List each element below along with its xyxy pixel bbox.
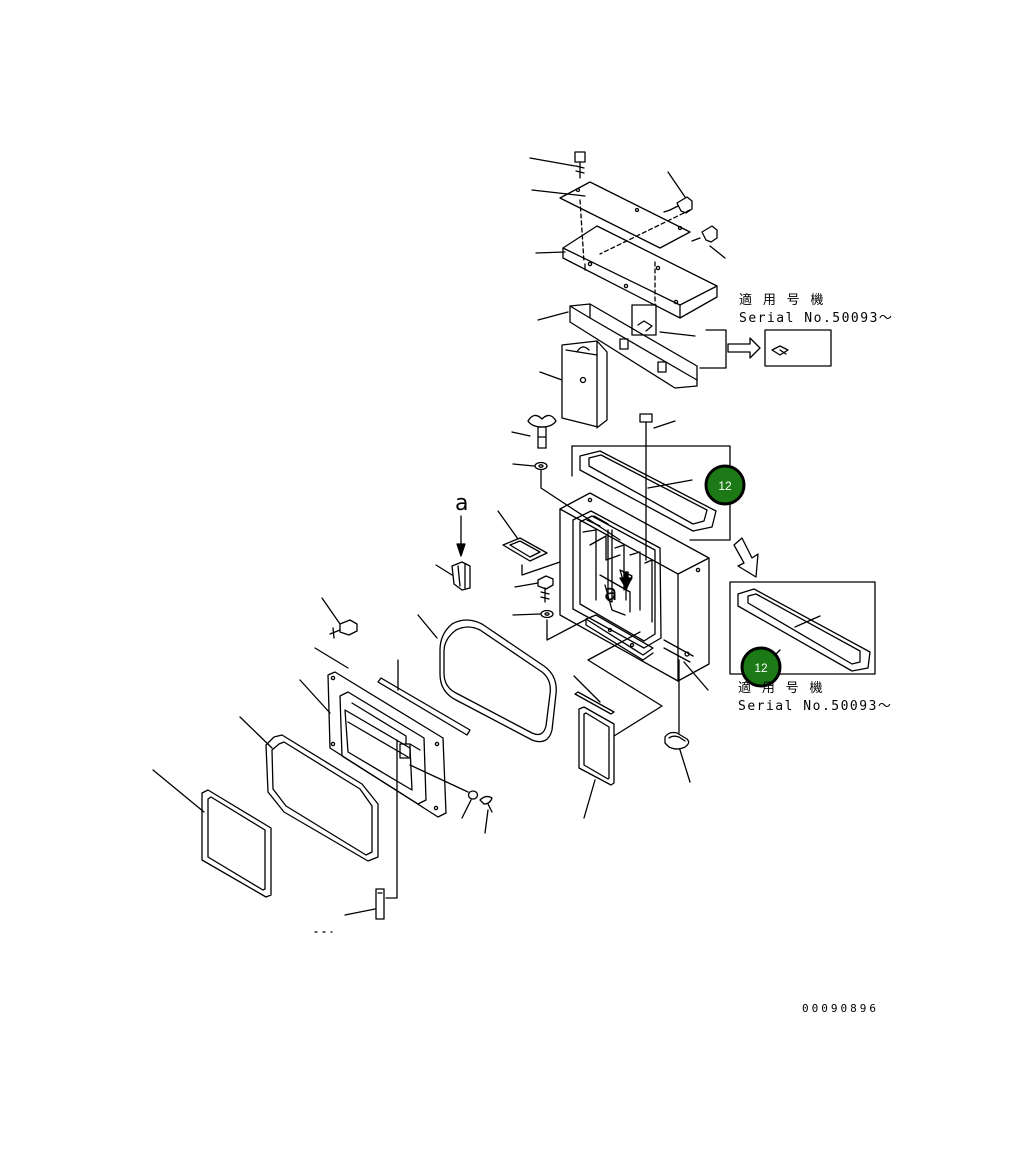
top-bolt <box>575 152 585 178</box>
leader-line <box>418 615 437 638</box>
drawing-code: 00090896 <box>802 1002 879 1015</box>
leader-line <box>153 770 204 812</box>
cover-lid <box>560 182 690 248</box>
leader-line <box>512 432 530 436</box>
leader-line <box>513 614 540 615</box>
small-screw <box>480 796 492 812</box>
view-letter: a <box>455 491 468 516</box>
leader-line <box>680 750 690 782</box>
rounded-gasket <box>440 620 556 742</box>
case-bolt <box>538 576 553 602</box>
seal-strip <box>570 304 697 388</box>
leader-line <box>660 332 695 336</box>
top-cover <box>563 226 717 318</box>
leader-line <box>300 680 330 713</box>
cover-plate <box>328 672 446 817</box>
side-bolt <box>692 226 717 242</box>
rectangular-gasket <box>579 707 614 785</box>
callout-badge: 12 <box>706 466 744 504</box>
clip <box>452 562 470 590</box>
leader-line <box>498 511 518 539</box>
leader-line <box>538 312 568 320</box>
gasket <box>580 451 716 531</box>
bracket-variant-lines <box>700 330 726 368</box>
svg-text:12: 12 <box>718 479 732 493</box>
serial-note-upper: 適 用 号 機 Serial No.50093～ <box>739 292 893 328</box>
strip <box>575 692 614 714</box>
leader-line <box>588 632 662 736</box>
leader-line <box>540 372 562 380</box>
variant-box <box>765 330 831 366</box>
leader-line <box>513 464 534 466</box>
square-gasket <box>202 790 271 897</box>
variant-box <box>730 582 875 674</box>
leader-line <box>654 421 675 428</box>
washer <box>535 463 547 470</box>
serial-number-label: Serial No.50093～ <box>738 699 893 714</box>
leader-line <box>240 717 272 748</box>
leader-line <box>485 810 488 833</box>
variant-arrow <box>734 538 758 577</box>
leader-line <box>530 158 575 166</box>
leader-line <box>668 172 685 197</box>
applicable-model-label: 適 用 号 機 <box>739 293 825 308</box>
small-gasket <box>503 538 547 561</box>
leader-line <box>522 562 560 575</box>
filter-element <box>562 341 607 428</box>
leader-line <box>462 800 471 818</box>
leader-line <box>648 480 692 488</box>
leader-line <box>515 583 538 587</box>
callout-badge: 12 <box>742 648 780 686</box>
view-arrow <box>620 572 632 588</box>
small-nut <box>469 791 478 799</box>
case-bolt <box>640 414 652 440</box>
view-letter: a <box>604 581 617 606</box>
leader-line <box>315 648 348 668</box>
leader-line <box>532 190 585 196</box>
strip <box>378 678 470 735</box>
leader-line <box>436 565 452 575</box>
variant-gasket <box>738 589 870 671</box>
octagonal-gasket <box>266 735 378 861</box>
serial-number-label: Serial No.50093～ <box>739 311 894 326</box>
serial-note-lower: 適 用 号 機 Serial No.50093～ <box>738 680 892 716</box>
leader-line <box>584 780 595 818</box>
hidden-line <box>600 210 690 254</box>
leader-line <box>710 246 725 258</box>
variant-clip <box>772 346 788 355</box>
leader-line <box>684 662 708 690</box>
applicable-model-label: 適 用 号 機 <box>738 681 824 696</box>
leader-line <box>574 676 600 702</box>
side-bolt <box>664 197 692 213</box>
dust-valve <box>665 733 689 750</box>
washer <box>541 611 553 618</box>
leader-line <box>795 616 820 627</box>
leader-line <box>410 765 468 792</box>
leader-line <box>345 909 375 915</box>
bottom-plate <box>586 615 653 660</box>
wing-nut <box>528 415 556 448</box>
leader-line <box>322 598 340 624</box>
latch <box>376 889 384 919</box>
hidden-line <box>580 200 584 262</box>
leader-line <box>386 740 397 898</box>
leader-line <box>547 620 585 640</box>
leader-line <box>536 252 565 253</box>
variant-arrow <box>728 338 760 358</box>
view-arrow <box>457 544 465 556</box>
svg-text:12: 12 <box>754 661 768 675</box>
cover-bolt <box>330 620 357 638</box>
